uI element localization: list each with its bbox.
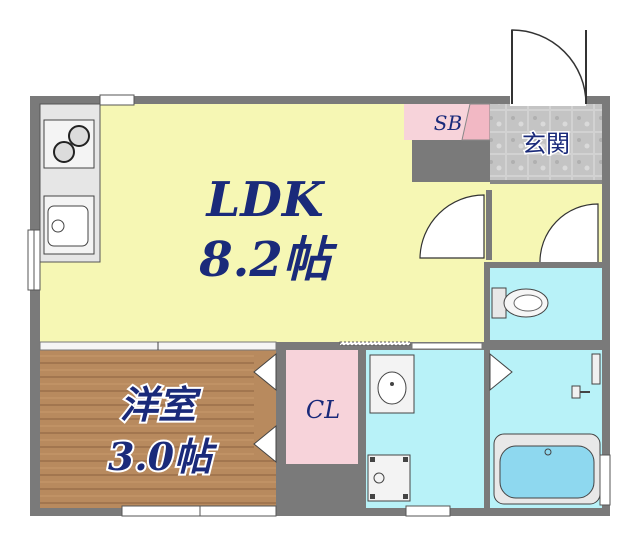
stove <box>43 119 95 169</box>
window-bottom-western <box>121 505 277 517</box>
closet-door-lower <box>253 424 277 464</box>
kitchen-sink <box>43 195 95 255</box>
washroom-door <box>411 342 483 350</box>
shower-fixture <box>571 353 601 399</box>
window-bottom-wash <box>405 505 451 517</box>
wash-basin <box>369 354 415 414</box>
western-room-floor <box>40 350 276 508</box>
toilet-fixture <box>491 287 549 319</box>
ldk-name: LDK <box>204 172 325 228</box>
entrance-floor <box>490 104 602 182</box>
western-room-name: 洋室 <box>120 382 202 427</box>
ldk-size: 8.2帖 <box>198 232 338 288</box>
closet-door-upper <box>253 352 277 392</box>
bathtub <box>493 433 601 505</box>
entrance-label: 玄関 <box>522 130 570 158</box>
entrance-door-opening <box>510 92 586 106</box>
washroom-sliding-track <box>339 341 411 346</box>
entrance-door-swing <box>511 29 587 105</box>
toilet-top-wall <box>490 262 602 268</box>
ldk-door-swing <box>419 194 485 259</box>
ldk-floor <box>40 104 412 342</box>
hall-lower-wall <box>484 262 490 342</box>
window-right-bath <box>599 454 611 506</box>
window-top <box>99 94 135 106</box>
bathroom-door <box>489 352 513 392</box>
closet-floor <box>286 350 358 464</box>
western-room-size: 3.0帖 <box>108 434 218 479</box>
shoe-box-label: SB <box>434 111 462 135</box>
entrance-step-edge <box>490 180 602 184</box>
closet-label: CL <box>306 396 340 424</box>
washing-machine <box>367 454 411 502</box>
